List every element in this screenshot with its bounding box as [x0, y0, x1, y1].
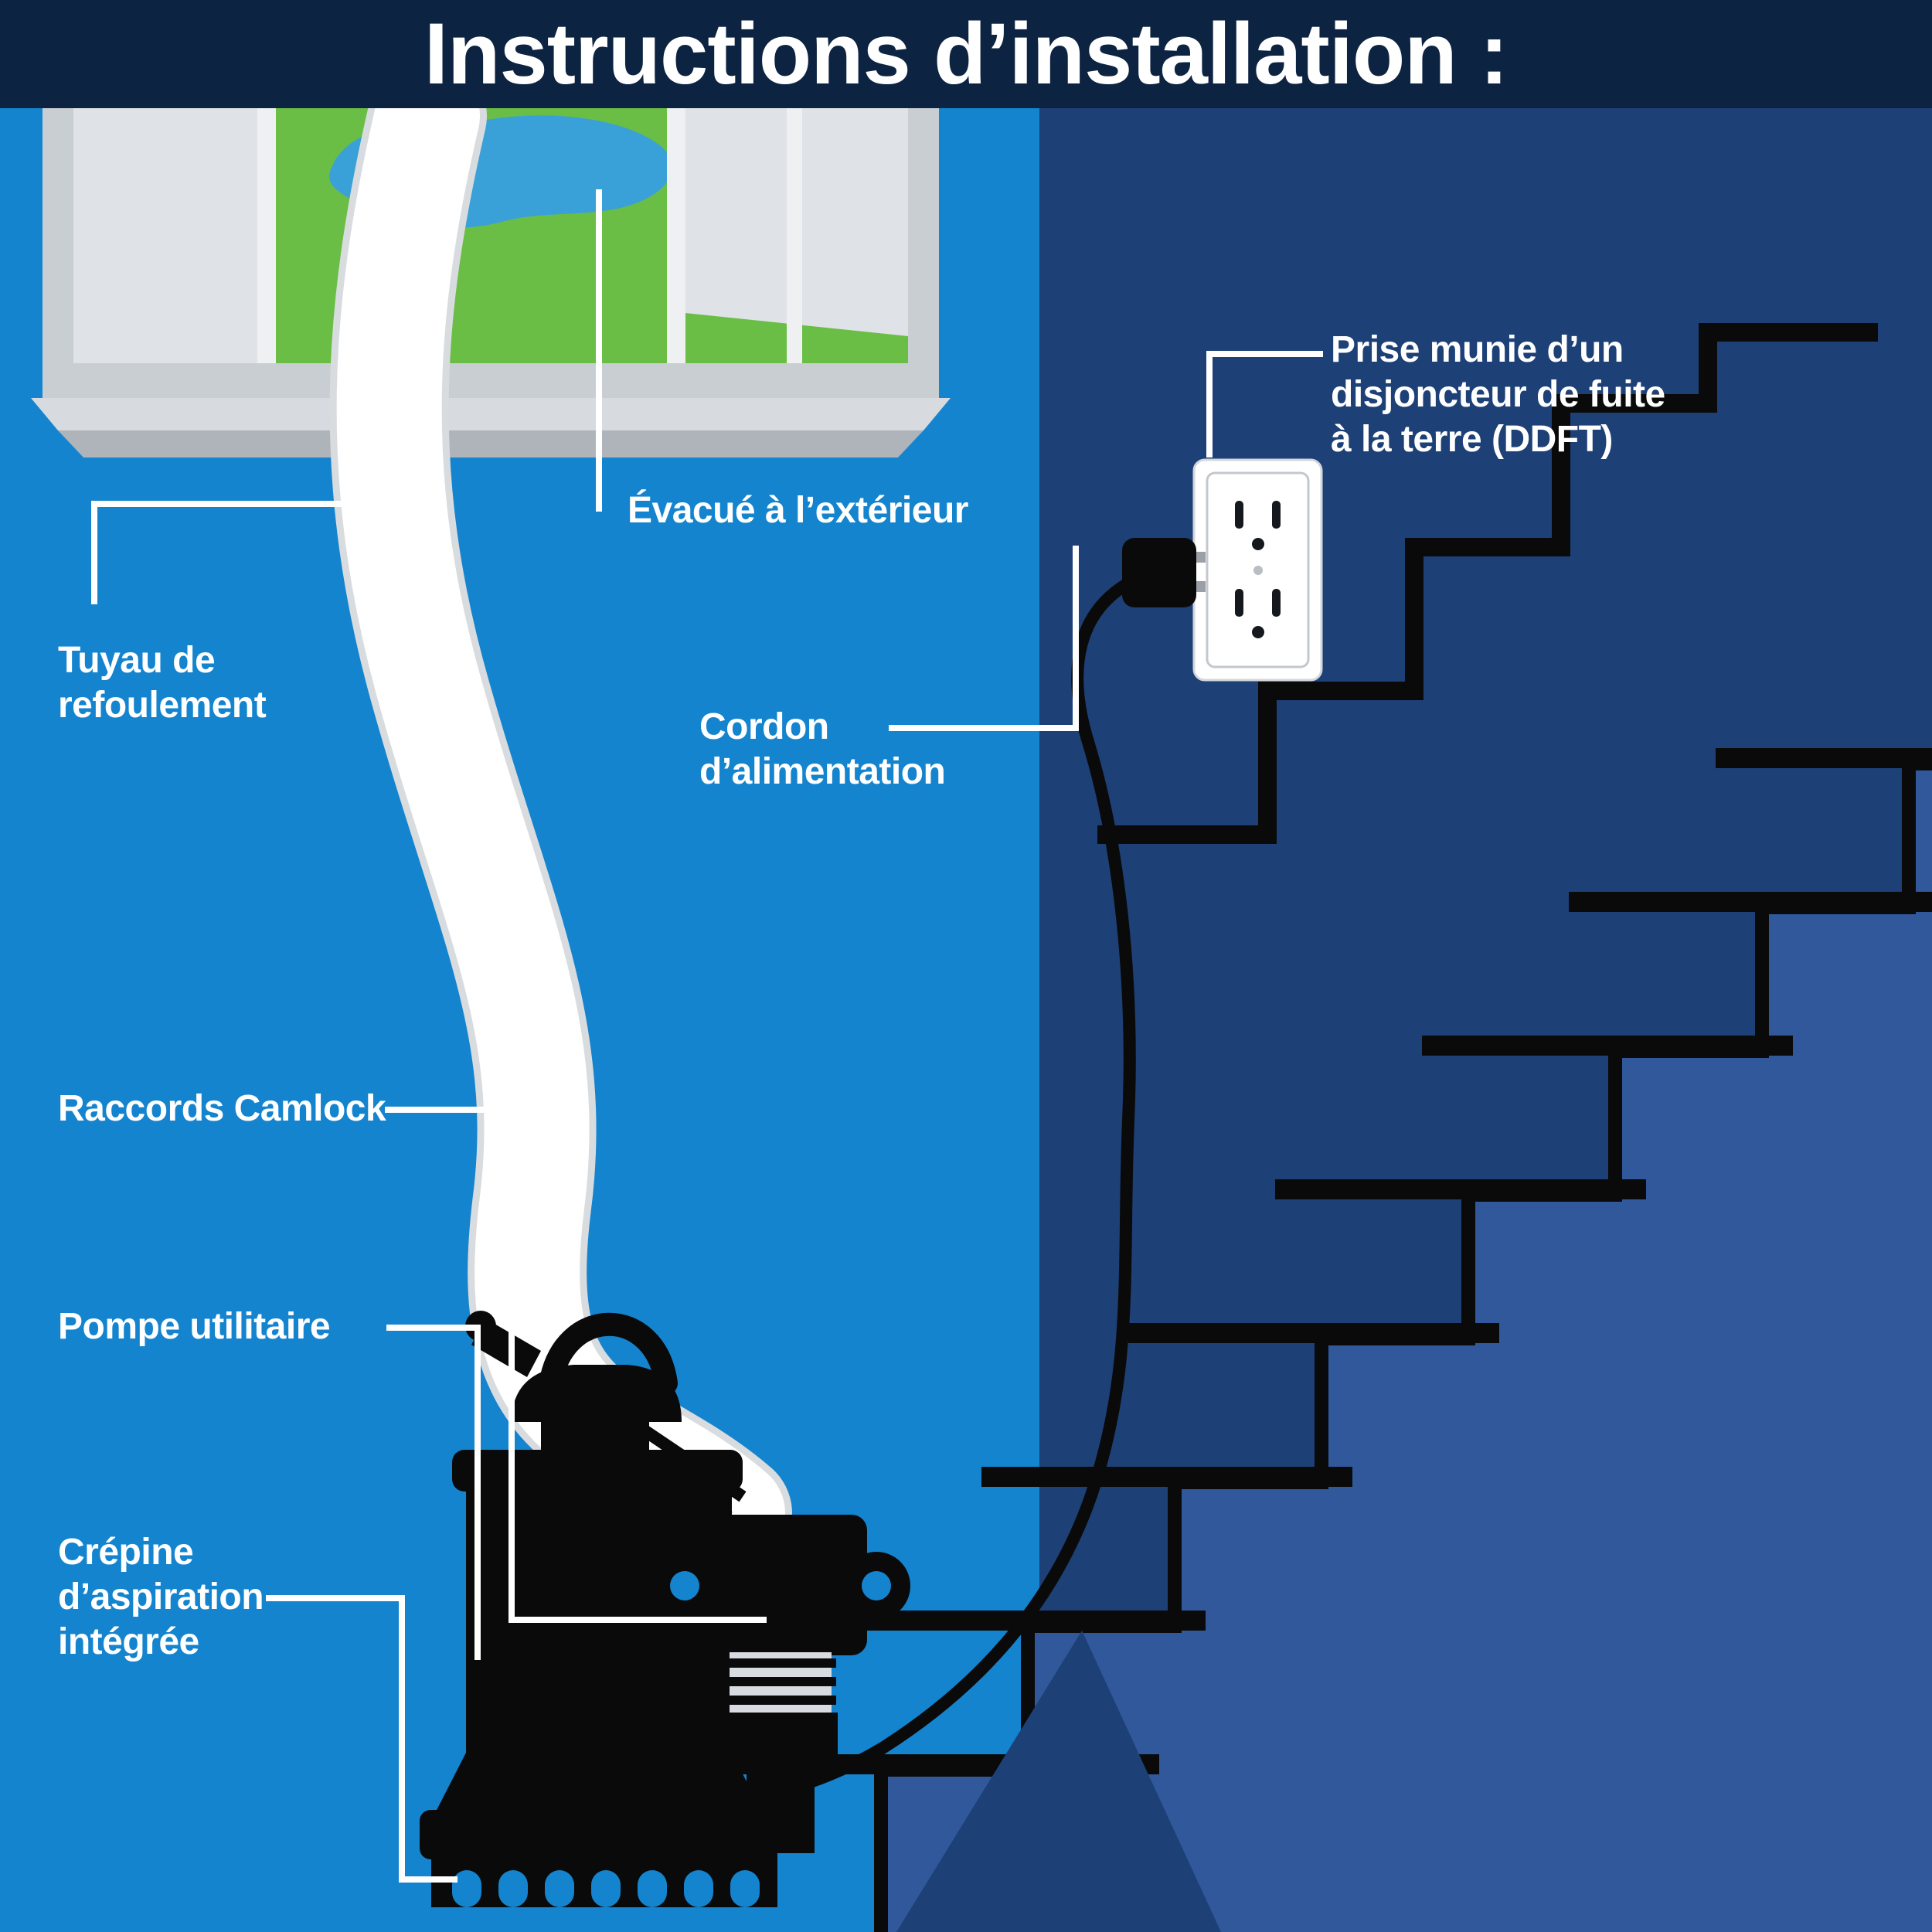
basement-window [31, 108, 951, 457]
hose-clamp [616, 1418, 747, 1522]
label-intake-strainer: Crépine d’aspiration intégrée [58, 1532, 264, 1662]
window-mullion [257, 108, 276, 363]
stair-tread-shadow [981, 1467, 1352, 1487]
header-band [0, 0, 1932, 108]
window-sill-top [31, 398, 951, 430]
label-power-cord: Cordon d’alimentation [699, 706, 946, 792]
outlet-face [1206, 471, 1310, 668]
stair-tread-shadow [1569, 892, 1932, 912]
pump-handle [539, 1312, 678, 1396]
pump-base [420, 1810, 778, 1859]
outlet-slot [1235, 501, 1243, 529]
window-frame-right [908, 108, 939, 398]
strainer-arch [498, 1870, 528, 1907]
window-sill-front [58, 430, 923, 457]
strainer-arch [638, 1870, 667, 1907]
label-gfci-outlet: Prise munie d’un disjoncteur de fuite à … [1331, 329, 1665, 460]
strainer-arch [730, 1870, 760, 1907]
outlet-ground-hole [1252, 626, 1264, 638]
callout-line-prise [1206, 351, 1323, 457]
pump-flare [433, 1753, 765, 1818]
outlet-slot [1272, 589, 1281, 617]
window-mullion [667, 108, 685, 363]
strainer-arch [684, 1870, 713, 1907]
callout-line-tuyau [91, 501, 380, 604]
label-discharged-outside: Évacué à l’extérieur [628, 490, 968, 531]
stair-tread-shadow [1716, 748, 1932, 768]
outlet-screw [1253, 566, 1263, 575]
wall-corner-shadow [896, 1631, 1221, 1932]
coupling-nut [723, 1713, 838, 1759]
outlet-slot [1272, 501, 1281, 529]
strainer-arch [591, 1870, 621, 1907]
label-utility-pump: Pompe utilitaire [58, 1306, 331, 1347]
thread-ridge [725, 1696, 836, 1705]
window-frame-left [43, 108, 73, 398]
power-plug-icon [1122, 538, 1206, 607]
thread-ridge [725, 1658, 836, 1668]
stair-railing [1097, 323, 1878, 844]
discharge-pipe [747, 1754, 815, 1853]
plug-body [1122, 538, 1196, 607]
stair-tread-shadow [1422, 1036, 1793, 1056]
window-frame-bottom [43, 363, 939, 398]
callout-lines [91, 189, 1323, 1883]
window-mullion [787, 108, 802, 363]
callout-line-cordon [889, 546, 1079, 731]
stair-tread-shadow [1128, 1323, 1499, 1343]
cam-lever-left-hole [670, 1571, 699, 1600]
stair-tread-shadow [1275, 1179, 1646, 1199]
cam-lever-right-hole [862, 1571, 891, 1600]
intake-strainer [452, 1870, 760, 1907]
callout-line-pompe [386, 1325, 481, 1660]
clamp-band [616, 1438, 733, 1522]
callout-line-crepine [266, 1595, 457, 1883]
outlet-slot [1235, 589, 1243, 617]
power-cord [768, 578, 1136, 1799]
page-title: Instructions d’installation : [423, 5, 1509, 102]
clamp-band [630, 1418, 747, 1502]
outlet-ground-hole [1252, 538, 1264, 550]
thread-ridge [725, 1677, 836, 1686]
callout-line-raccords [385, 1107, 767, 1623]
strainer-arch [545, 1870, 574, 1907]
strainer-arch [452, 1870, 481, 1907]
pump-cap [512, 1365, 682, 1422]
label-camlock-fittings: Raccords Camlock [58, 1088, 386, 1129]
label-discharge-hose: Tuyau de refoulement [58, 640, 267, 726]
coupling-body [694, 1515, 867, 1655]
gfci-outlet-icon [1192, 458, 1323, 682]
